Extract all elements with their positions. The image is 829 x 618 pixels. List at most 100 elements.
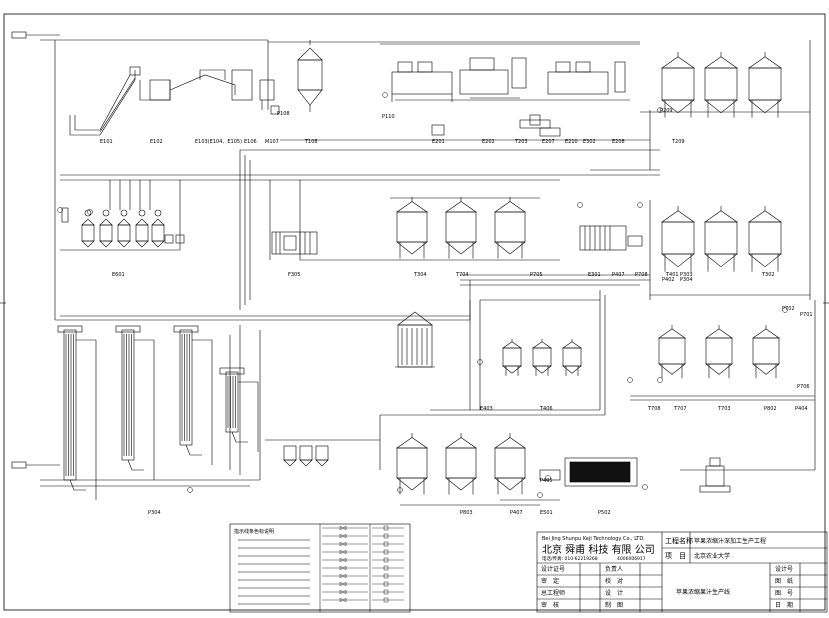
equipment-label: P304	[148, 510, 161, 516]
equipment-label: P303	[680, 272, 693, 278]
equipment-label: P705	[530, 272, 543, 278]
instrument-bubble	[477, 359, 483, 365]
project-name-label: 工程名称	[665, 536, 693, 545]
pipe-network	[40, 39, 816, 506]
equipment-label: E101	[100, 139, 113, 145]
title-field-label: 总工程师	[541, 589, 565, 597]
legend-symbol	[383, 525, 389, 531]
legend-symbol	[339, 541, 347, 547]
equipment-label: T707	[673, 406, 687, 412]
company-contact: 电话/传真: 010-62219268 4006006917	[542, 555, 646, 562]
title-field-label: 校 对	[605, 577, 623, 585]
equipment-label: T708	[647, 406, 661, 412]
title-field-label: 审 定	[541, 577, 559, 585]
company-en: Bei Jing Shunpu Keji Technology Co., LTD…	[542, 536, 645, 542]
legend-symbol	[383, 573, 389, 579]
title-block	[536, 531, 828, 613]
equipment-label: E403	[480, 406, 493, 412]
equipment-label: P701	[800, 312, 813, 318]
equipment-label: P708	[635, 272, 648, 278]
tank	[748, 52, 782, 118]
tank	[748, 206, 782, 272]
equipment-label: T108	[304, 139, 318, 145]
equipment-label: P110	[382, 114, 395, 120]
legend-symbol	[339, 549, 347, 555]
equipment-label: E207	[542, 139, 555, 145]
legend-symbol	[383, 565, 389, 571]
equipment-label: P803	[460, 510, 473, 516]
instrument-bubble	[87, 209, 93, 215]
instrument-bubble	[782, 307, 788, 313]
equipment-label: E106	[244, 139, 257, 145]
legend-title: 指示线条色标说明	[234, 528, 274, 535]
tank	[661, 52, 695, 118]
equipment-label: P108	[277, 111, 290, 117]
small-tank	[135, 209, 149, 248]
equipment-label: P402	[662, 277, 675, 283]
evaporator-column	[115, 325, 155, 480]
equipment-label: T203	[514, 139, 528, 145]
equipment-label: P404	[795, 406, 808, 412]
tank	[396, 197, 428, 259]
tank	[445, 433, 477, 495]
equipment-label: E208	[612, 139, 625, 145]
silo-t108	[297, 40, 323, 112]
heat-exchanger-f305	[271, 231, 318, 255]
title-field-label: 图 号	[775, 590, 793, 597]
title-block-text: Bei Jing Shunpu Keji Technology Co., LTD…	[541, 536, 793, 609]
tank	[752, 325, 780, 379]
tank	[532, 339, 552, 376]
instrument-bubble	[657, 377, 663, 383]
inlet-arrow-top	[11, 31, 60, 39]
equipment-label: P407	[612, 272, 625, 278]
tank	[661, 206, 695, 272]
equipment-label: E601	[112, 272, 125, 278]
company-cn: 北京 舜甫 科技 有限 公司	[542, 543, 655, 556]
title-field-label: 日 期	[775, 601, 793, 609]
equipment-label: E201	[432, 139, 445, 145]
equipment-label: P209	[660, 108, 673, 114]
instrument-bubble	[577, 202, 583, 208]
legend-symbol	[339, 533, 347, 539]
instrument-bubble	[57, 207, 63, 213]
plate-unit-e501	[539, 457, 638, 487]
tank	[494, 197, 526, 259]
equipment-label: P706	[797, 384, 810, 390]
legend-symbol	[339, 525, 347, 531]
legend-symbol	[339, 573, 347, 579]
equipment-label: E202	[482, 139, 495, 145]
equipment-label: E302	[583, 139, 596, 145]
legend-symbol	[339, 597, 347, 603]
legend-symbol	[339, 589, 347, 595]
tank	[658, 325, 686, 379]
item-value: 北京农业大学	[694, 552, 730, 560]
heat-exchanger-e301	[579, 225, 643, 251]
equipment-label: M107	[265, 139, 279, 145]
tank	[705, 325, 733, 379]
legend-rows	[238, 525, 404, 605]
equipment-label: F305	[288, 272, 300, 278]
tank	[494, 433, 526, 495]
legend-symbol	[383, 581, 389, 587]
small-tank	[99, 209, 113, 248]
small-tank	[151, 209, 165, 248]
receiver-tank	[299, 445, 313, 467]
press-units	[391, 57, 630, 137]
equipment-label: P407	[510, 510, 523, 516]
equipment-label: T304	[413, 272, 427, 278]
legend-symbol	[339, 557, 347, 563]
receiver-tank	[315, 445, 329, 467]
tank	[562, 339, 582, 376]
evaporator-columns	[57, 325, 329, 500]
tank	[704, 52, 738, 118]
equipment-label: T401	[665, 272, 679, 278]
equipment-label: T302	[761, 272, 775, 278]
tank	[445, 197, 477, 259]
legend-symbol	[383, 541, 389, 547]
drawing-name: 苹果浓缩果汁生产线	[676, 588, 730, 596]
drawing-frame	[3, 13, 826, 611]
legend-symbol	[339, 565, 347, 571]
instrument-bubble	[382, 92, 388, 98]
instrument-bubble	[637, 202, 643, 208]
